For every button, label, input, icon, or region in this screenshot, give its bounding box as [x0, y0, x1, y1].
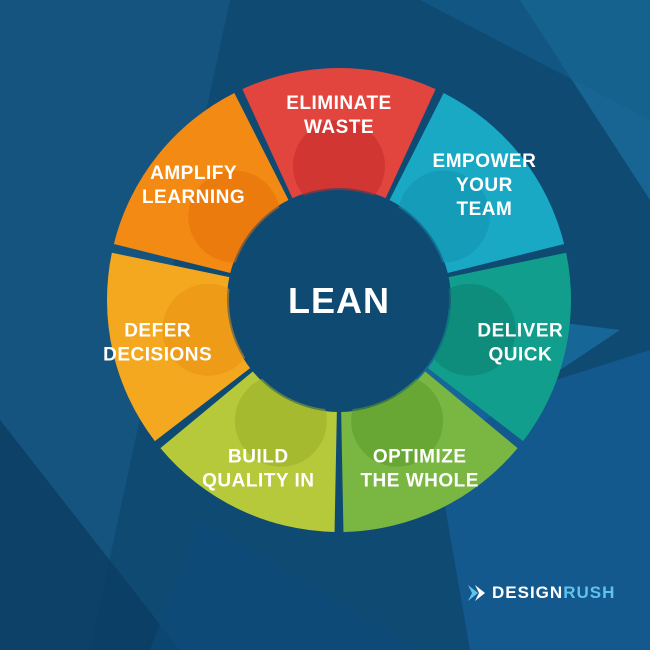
- segment-eliminate-waste: ELIMINATE WASTE: [242, 67, 436, 212]
- center-label: LEAN: [288, 280, 390, 321]
- segment-label: DELIVER QUICK: [477, 320, 563, 365]
- segment-inner-lobe: [293, 120, 385, 212]
- brand-name: DESIGNRUSH: [492, 583, 615, 603]
- segment-label-line: DECISIONS: [103, 344, 212, 365]
- brand-name-part1: DESIGN: [492, 583, 564, 602]
- center-circle: LEAN: [229, 190, 449, 410]
- segment-label-line: AMPLIFY: [150, 163, 237, 184]
- brand-arrow-icon: [468, 585, 485, 601]
- segment-build-quality-in: BUILD QUALITY IN: [160, 371, 337, 532]
- segment-label-line: DEFER: [124, 320, 191, 341]
- segment-label: DEFER DECISIONS: [103, 320, 212, 365]
- segment-label-line: DELIVER: [477, 320, 563, 341]
- segment-label-line: QUICK: [488, 344, 552, 365]
- center-disc: [229, 190, 449, 410]
- segment-label-line: WASTE: [304, 117, 374, 138]
- segment-label-line: BUILD: [228, 447, 289, 468]
- segment-label: ELIMINATE WASTE: [286, 93, 391, 138]
- segment-label-line: EMPOWER: [433, 151, 537, 172]
- segment-label-line: THE WHOLE: [360, 471, 479, 492]
- segment-label-line: LEARNING: [142, 187, 245, 208]
- segment-label: BUILD QUALITY IN: [202, 447, 314, 492]
- segment-label: AMPLIFY LEARNING: [142, 163, 245, 208]
- segment-label: OPTIMIZE THE WHOLE: [360, 447, 479, 492]
- segment-label-line: TEAM: [457, 199, 513, 220]
- segment-label: EMPOWER YOUR TEAM: [433, 151, 537, 220]
- segment-label-line: ELIMINATE: [286, 93, 391, 114]
- brand-name-part2: RUSH: [563, 583, 616, 602]
- segment-label-line: OPTIMIZE: [373, 447, 467, 468]
- segment-label-line: QUALITY IN: [202, 471, 314, 492]
- designrush-logo: DESIGNRUSH: [466, 578, 615, 608]
- segment-label-line: YOUR: [456, 175, 513, 196]
- segments: ELIMINATE WASTE EMPOWER YOUR TEAM DELIVER QUIC…: [103, 67, 571, 532]
- segment-optimize-the-whole: OPTIMIZE THE WHOLE: [341, 371, 518, 532]
